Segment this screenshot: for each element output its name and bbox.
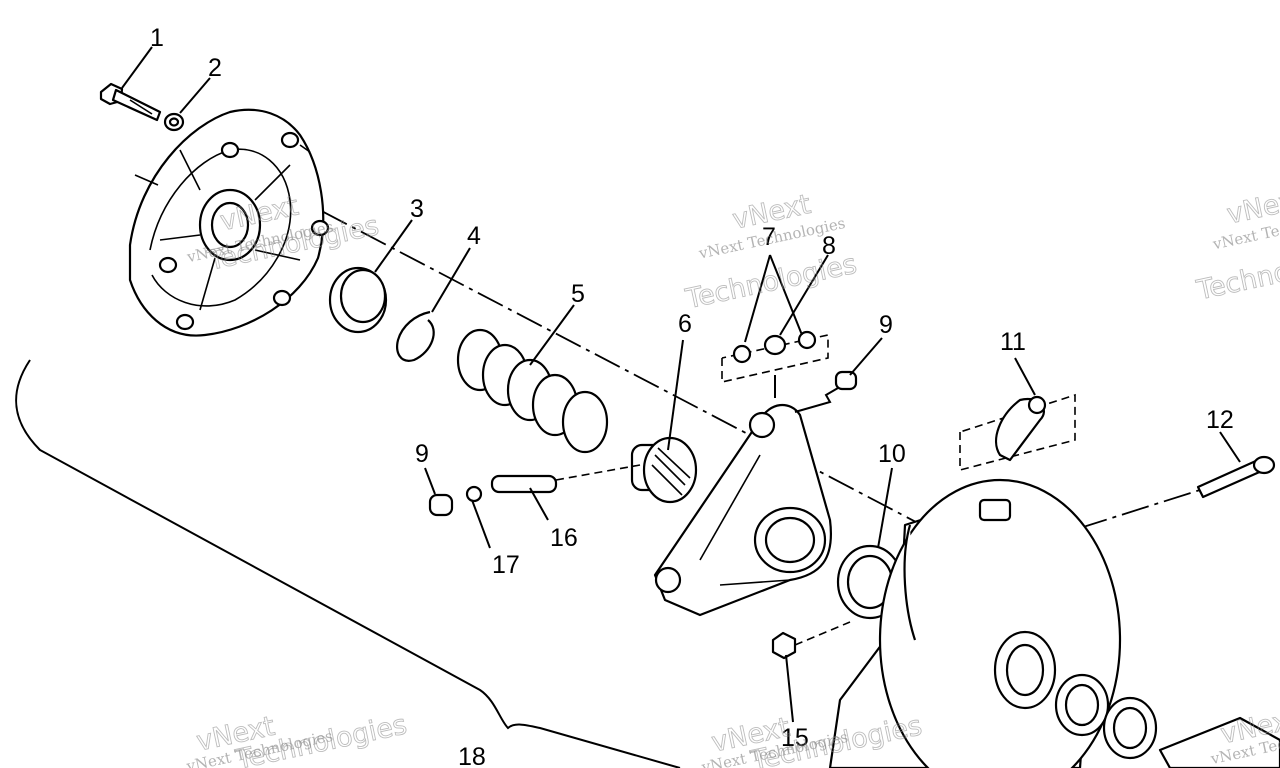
part-o-ring — [465, 485, 483, 503]
callout-16: 16 — [550, 524, 578, 552]
part-moveable-sheave — [828, 478, 1280, 768]
callout-9-left: 9 — [415, 440, 429, 468]
part-bolt — [99, 82, 162, 122]
part-washers-frame — [721, 330, 829, 398]
part-clip — [959, 393, 1076, 472]
callout-1: 1 — [150, 24, 164, 52]
watermark-4: vNext Technologies vNext Technologies — [184, 709, 410, 768]
assembly-axis — [204, 149, 961, 546]
callout-2: 2 — [208, 54, 222, 82]
assembly-axis-tail — [1079, 489, 1201, 529]
part-snap-ring — [396, 310, 435, 362]
part-nut — [771, 621, 851, 660]
part-bushing — [328, 266, 388, 334]
part-spring — [456, 328, 609, 454]
part-spider-arm — [653, 404, 833, 617]
svg-text:Technologies: Technologies — [1193, 240, 1280, 307]
leader-lines — [121, 46, 1241, 723]
callout-8: 8 — [822, 232, 836, 260]
callout-11: 11 — [1000, 328, 1026, 356]
part-spring-cup — [630, 436, 698, 504]
callout-10: 10 — [878, 440, 906, 468]
callout-12: 12 — [1206, 406, 1234, 434]
callout-17: 17 — [492, 551, 520, 579]
pin-axis — [555, 464, 641, 481]
part-roller-right — [834, 370, 858, 391]
watermark-5: vNext Technologies vNext Technologies — [699, 710, 925, 768]
assembly-brace — [15, 359, 681, 768]
roller-guide-line — [794, 387, 839, 413]
callout-5: 5 — [571, 280, 585, 308]
watermark-3: vNext Technologies vNext Technologies — [1193, 183, 1280, 307]
callout-9-right: 9 — [879, 311, 893, 339]
callout-6: 6 — [678, 310, 692, 338]
part-long-pin — [1196, 455, 1276, 499]
part-pin — [490, 474, 558, 494]
callout-18: 18 — [458, 743, 486, 768]
part-roller-left — [428, 493, 454, 517]
part-cover-plate — [128, 108, 330, 337]
callout-7: 7 — [762, 223, 776, 251]
callout-15: 15 — [781, 724, 809, 752]
callout-3: 3 — [410, 195, 424, 223]
callout-4: 4 — [467, 222, 481, 250]
part-washer — [163, 112, 185, 132]
